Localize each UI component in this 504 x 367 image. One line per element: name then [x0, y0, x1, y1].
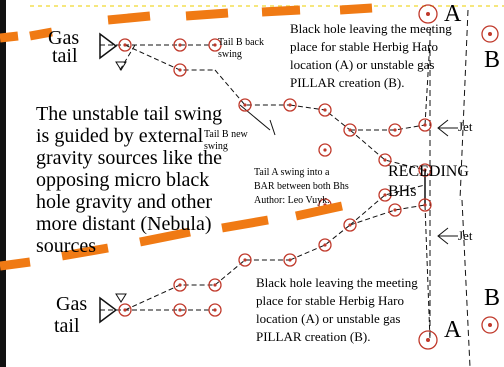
gas-tail-bottom-label-2: tail: [54, 315, 80, 337]
bh-bottom-label-1: Black hole leaving the meeting: [256, 275, 418, 290]
bh-symbols: [118, 4, 499, 350]
tail-b-swing-arrow: [239, 104, 271, 131]
unstable-text-6: more distant (Nebula): [36, 213, 212, 235]
tail-b-new-label-1: Tail B new: [204, 129, 248, 140]
tail-b-back-label-1: Tail B back: [218, 37, 264, 48]
jet-arrows: [437, 119, 458, 245]
tail-a-label-2: BAR between both Bhs: [254, 181, 349, 192]
unstable-text-7: sources: [36, 235, 96, 257]
bh-top-label-1: Black hole leaving the meeting: [290, 21, 452, 36]
receding-label-2: BHs: [388, 183, 417, 200]
bh-bottom-label-3: location (A) or unstable gas: [256, 311, 401, 326]
letter-a-bottom: A: [444, 317, 462, 343]
tail-a-label-1: Tail A swing into a: [254, 167, 330, 178]
gas-tail-top-label-1: Gas: [48, 27, 80, 49]
right-divider-top: [459, 9, 469, 201]
receding-label-1: RECEDING: [388, 163, 469, 180]
gas-tail-top-label-2: tail: [52, 45, 78, 67]
author-label: Author: Leo Vuyk.: [254, 195, 330, 206]
bh-bottom-label-2: place for stable Herbig Haro: [256, 293, 404, 308]
right-divider-bottom: [461, 199, 471, 367]
unstable-text-2: is guided by external: [36, 125, 204, 147]
bh-dots: [123, 12, 492, 342]
letter-b-bottom: B: [484, 285, 501, 311]
bh-top-label-3: location (A) or unstable gas: [290, 57, 435, 72]
orange-dashes: [0, 3, 373, 271]
jet-bottom-label: Jet: [458, 228, 473, 243]
gas-tail-bottom-triangle: [99, 296, 118, 324]
gas-tail-top-triangle: [99, 32, 118, 60]
unstable-text-1: The unstable tail swing: [36, 103, 223, 125]
bh-bottom-label-4: PILLAR creation (B).: [256, 329, 371, 344]
unstable-text-3: gravity sources like the: [36, 147, 223, 169]
left-edge-bar: [0, 0, 6, 367]
jet-top-label: Jet: [458, 119, 473, 134]
tail-b-new-label-2: swing: [204, 141, 228, 152]
unstable-text-4: opposing micro black: [36, 169, 210, 191]
tail-b-back-label-2: swing: [218, 49, 242, 60]
small-triangle-top: [115, 61, 127, 71]
gas-tail-bottom-label-1: Gas: [56, 293, 88, 315]
small-triangle-bottom: [115, 293, 127, 303]
bh-top-label-2: place for stable Herbig Haro: [290, 39, 438, 54]
letter-b-top: B: [484, 47, 501, 73]
unstable-text-5: hole gravity and other: [36, 191, 213, 213]
bh-top-label-4: PILLAR creation (B).: [290, 75, 405, 90]
letter-a-top: A: [444, 1, 462, 27]
